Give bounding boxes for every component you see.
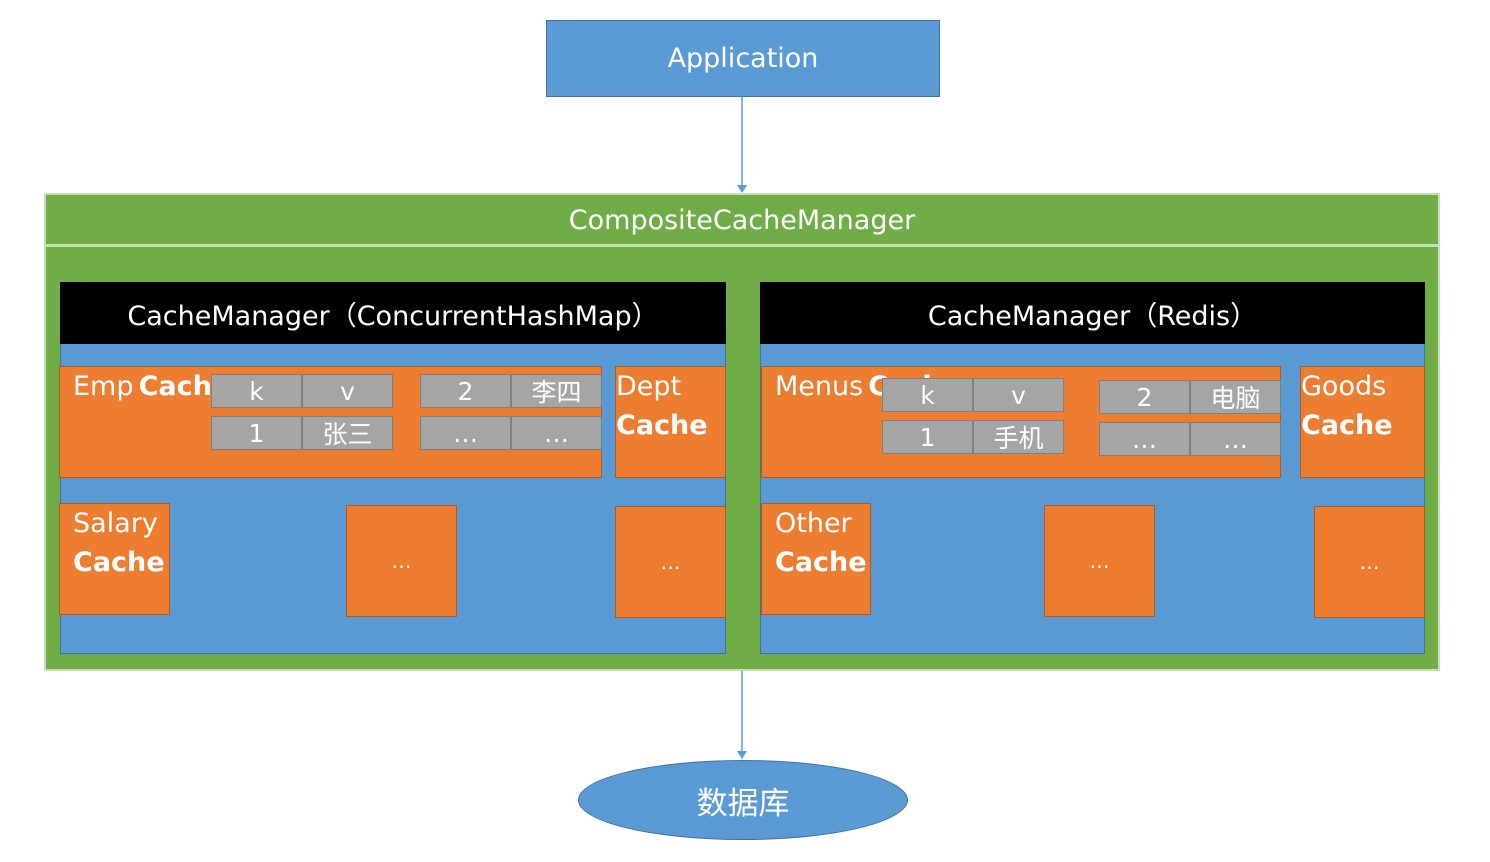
manager-to-db-arrow [737, 671, 747, 759]
other-cache: Other Cache [761, 503, 871, 615]
application-label: Application [667, 43, 819, 74]
database-label: 数据库 [696, 785, 790, 822]
right-more-cache: … [1044, 505, 1155, 617]
salary-cache: Salary Cache [59, 503, 170, 615]
menus-cache-name: Menus [775, 371, 864, 402]
menus-table-cell: 2 [1099, 380, 1190, 414]
menus-table-cell: 手机 [973, 420, 1064, 454]
app-to-manager-arrow [737, 97, 747, 193]
goods-cache: Goods Cache [1300, 366, 1425, 478]
composite-cache-manager-title: CompositeCacheManager [568, 204, 916, 236]
emp-table-cell: 张三 [302, 416, 393, 450]
left-more-cache: … [346, 505, 457, 617]
menus-table-cell: 电脑 [1190, 380, 1281, 414]
emp-table-cell: … [511, 416, 602, 450]
salary-cache-name: Salary [73, 508, 158, 539]
goods-cache-suffix: Cache [1301, 410, 1393, 441]
other-cache-suffix: Cache [775, 547, 867, 578]
menus-table-cell: v [973, 378, 1064, 412]
menus-table-cell: 1 [882, 420, 973, 454]
emp-table-cell: k [211, 374, 302, 408]
menus-table-cell: k [882, 378, 973, 412]
emp-table-cell: v [302, 374, 393, 408]
menus-table-cell: … [1190, 422, 1281, 456]
database-node: 数据库 [578, 760, 908, 840]
application-box: Application [546, 20, 940, 97]
composite-title-divider [46, 244, 1438, 247]
right-cache-manager-title: CacheManager（Redis） [760, 282, 1425, 344]
emp-table-cell: 2 [420, 374, 511, 408]
salary-cache-suffix: Cache [73, 547, 165, 578]
left-cache-manager-title: CacheManager（ConcurrentHashMap） [60, 282, 726, 344]
dept-cache-name: Dept [616, 371, 682, 402]
emp-cache-name: Emp [73, 371, 134, 402]
emp-table-cell: 李四 [511, 374, 602, 408]
other-cache-name: Other [775, 508, 852, 539]
dept-cache-suffix: Cache [616, 410, 708, 441]
right-more-cache: … [1314, 506, 1425, 618]
dept-cache: Dept Cache [615, 366, 726, 478]
emp-table-cell: 1 [211, 416, 302, 450]
goods-cache-name: Goods [1301, 371, 1387, 402]
left-more-cache: … [615, 506, 726, 618]
emp-table-cell: … [420, 416, 511, 450]
menus-table-cell: … [1099, 422, 1190, 456]
